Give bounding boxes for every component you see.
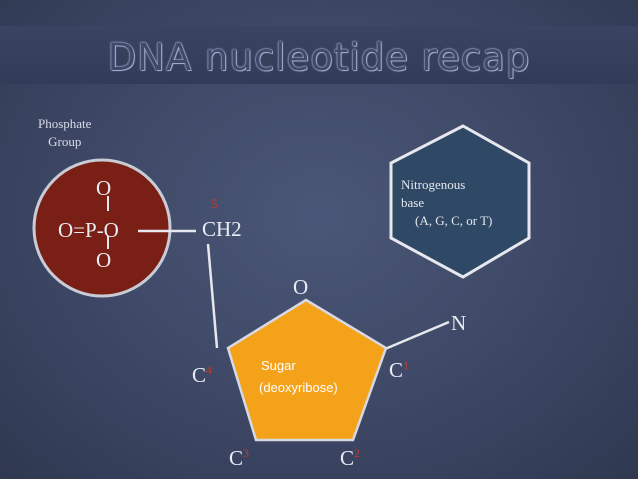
base-label-line1: Nitrogenous (401, 177, 466, 192)
carbon-2: C2 (340, 446, 360, 471)
base-label-line2: base (401, 195, 425, 210)
ch2-label: CH2 (202, 217, 242, 241)
sugar-label-line1: Sugar (261, 358, 296, 373)
nitrogen-label: N (451, 311, 467, 335)
sugar-pentagon (226, 298, 388, 442)
phosphate-label-line1: Phosphate (38, 116, 92, 131)
base-label-line3: (A, G, C, or T) (415, 213, 493, 228)
carbon-4: C4 (192, 363, 212, 388)
slide-title: DNA nucleotide recap (107, 36, 531, 79)
title-bar: DNA nucleotide recap (0, 18, 638, 104)
carbon-4-number: 4 (206, 363, 213, 377)
phosphate-oxygen-top: O (96, 176, 112, 200)
carbon-2-number: 2 (354, 446, 361, 460)
title-band (0, 26, 638, 84)
carbon-1: C1 (389, 358, 409, 383)
carbon-4-letter: C (192, 363, 207, 387)
phosphate-oxygen-bottom: O (96, 248, 112, 272)
phosphate-label: Phosphate Group (38, 115, 91, 151)
phosphate-circle (32, 158, 172, 298)
ch2-bond (206, 243, 219, 349)
sugar-label-line2: (deoxyribose) (259, 380, 338, 395)
phosphate-formula: O=P-O (58, 218, 119, 242)
carbon-1-number: 1 (403, 358, 410, 372)
carbon-2-letter: C (340, 446, 355, 470)
carbon-1-letter: C (389, 358, 404, 382)
base-label: Nitrogenous base (A, G, C, or T) (401, 176, 492, 230)
carbon-3-number: 3 (243, 446, 250, 460)
carbon-3-letter: C (229, 446, 244, 470)
sugar-label: Sugar (deoxyribose) (259, 355, 338, 399)
ch2-prime: 5 (211, 196, 218, 211)
ring-oxygen: O (293, 275, 309, 299)
phosphate-label-line2: Group (48, 134, 82, 149)
base-hexagon (389, 124, 531, 279)
glycosidic-bond (384, 320, 450, 351)
carbon-3: C3 (229, 446, 249, 471)
